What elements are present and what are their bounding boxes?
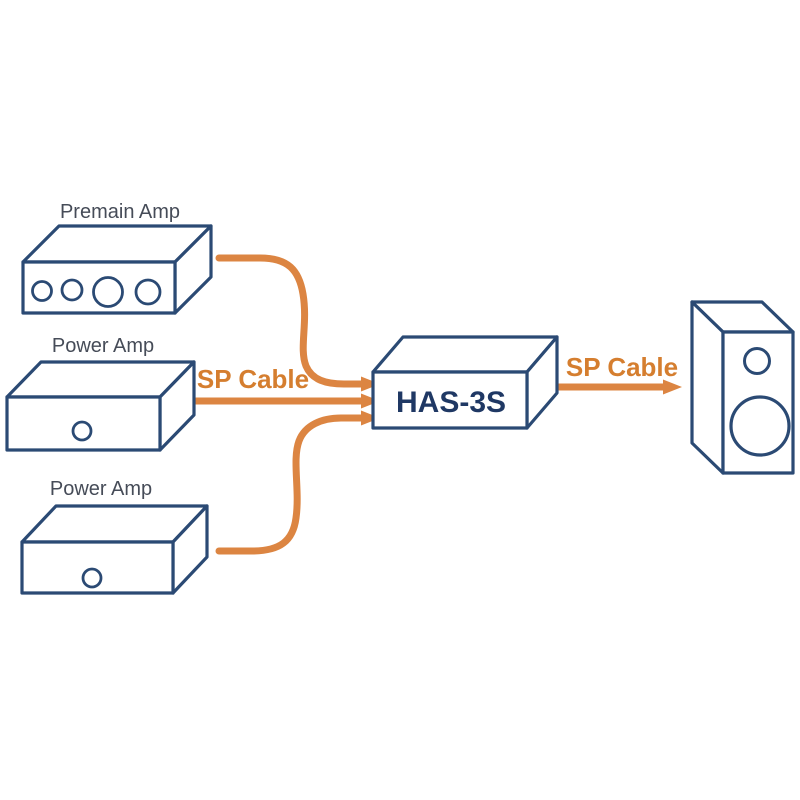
knob-icon [60,278,84,302]
knob-icon [31,280,53,302]
cable-poweramp-bottom-to-has3s [215,410,380,555]
speaker-node [690,300,795,475]
tweeter-icon [743,347,771,375]
power-amp-bottom-label: Power Amp [50,478,152,500]
power-amp-bottom-node: Power Amp [20,478,209,595]
cable-group [192,254,682,555]
sp-cable-label-left: SP Cable [197,364,309,394]
knob-icon [134,278,162,306]
cable-premain-to-has3s [215,254,380,392]
speaker-side-face [690,300,725,475]
knob-icon [92,276,124,308]
premain-amp-label: Premain Amp [60,201,180,223]
has3s-front-face [371,370,529,430]
power-amp-top-node: Power Amp [5,335,196,452]
knob-icon [81,567,103,589]
power-amp-top-label: Power Amp [52,335,154,357]
has3s-node: HAS-3S [371,335,559,430]
knob-icon [71,420,93,442]
premain-amp-node: Premain Amp [21,201,213,315]
sp-cable-label-right: SP Cable [566,352,678,382]
has3s-label: HAS-3S [396,386,506,419]
woofer-icon [729,395,791,457]
